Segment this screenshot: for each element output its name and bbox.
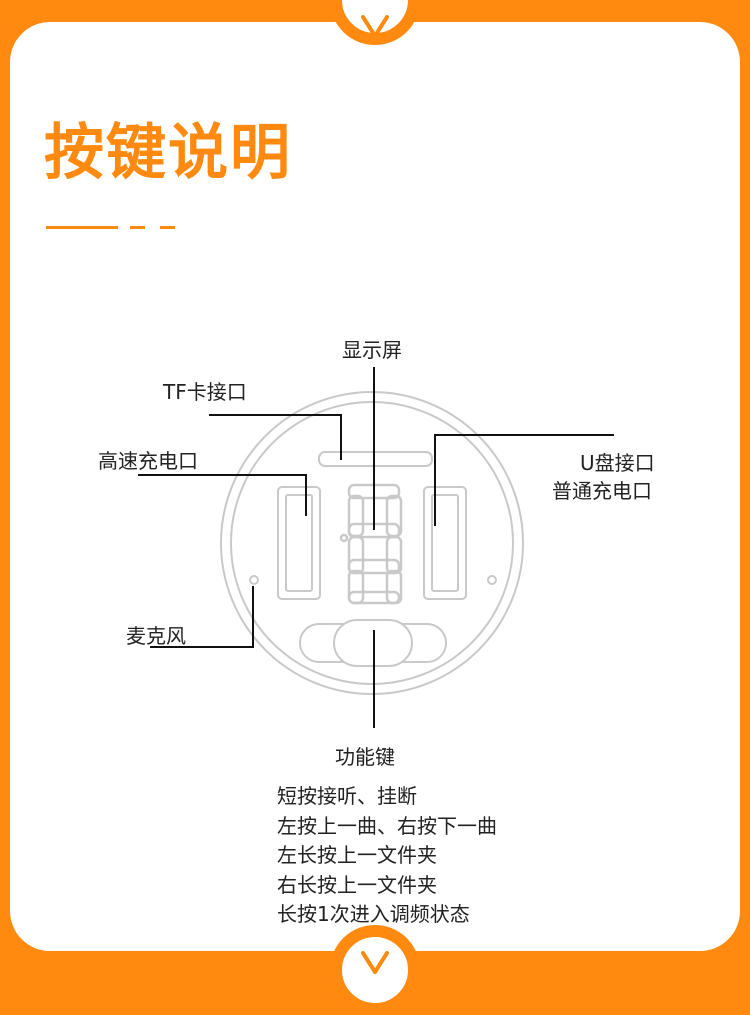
right-port-inner bbox=[431, 494, 459, 592]
label-normal-charge: 普通充电口 bbox=[552, 479, 652, 503]
mic-hole bbox=[249, 575, 259, 585]
title-underline-dash bbox=[130, 226, 145, 229]
display-digits bbox=[339, 483, 403, 605]
device-inner-ring bbox=[230, 401, 514, 685]
chevron-v-icon bbox=[361, 951, 389, 974]
indicator-hole bbox=[487, 575, 497, 585]
label-display: 显示屏 bbox=[342, 338, 402, 362]
title-underline bbox=[46, 226, 118, 229]
usb-leader-line bbox=[434, 434, 614, 526]
tf-slot bbox=[318, 451, 433, 467]
mic-leader-line bbox=[150, 586, 254, 648]
left-port bbox=[277, 486, 321, 600]
desc-line: 短按接听、挂断 bbox=[277, 784, 417, 808]
desc-line: 左长按上一文件夹 bbox=[277, 843, 437, 867]
label-usb-port: U盘接口 bbox=[580, 451, 655, 475]
fast-charge-leader-line bbox=[138, 474, 307, 516]
label-microphone: 麦克风 bbox=[126, 624, 186, 648]
device-diagram bbox=[138, 367, 614, 728]
desc-line: 长按1次进入调频状态 bbox=[277, 902, 470, 926]
left-port-inner bbox=[285, 494, 313, 592]
desc-line: 右长按上一文件夹 bbox=[277, 872, 437, 897]
page: 按键说明 bbox=[10, 0, 740, 1015]
right-port bbox=[423, 486, 467, 600]
title-underline-dash bbox=[160, 226, 175, 229]
label-fast-charge: 高速充电口 bbox=[98, 449, 198, 473]
function-key-description: 短按接听、挂断 左按上一曲、右按下一曲 左长按上一文件夹 右长按上一文件夹 长按… bbox=[277, 782, 497, 930]
label-function-key: 功能键 bbox=[335, 745, 395, 769]
desc-line: 左按上一曲、右按下一曲 bbox=[277, 813, 497, 838]
chevron-v-icon bbox=[361, 15, 389, 38]
page-title: 按键说明 bbox=[44, 118, 292, 188]
tf-leader-line bbox=[209, 414, 342, 460]
label-tf-port: TF卡接口 bbox=[163, 380, 247, 404]
device-outer-ring bbox=[220, 391, 524, 695]
